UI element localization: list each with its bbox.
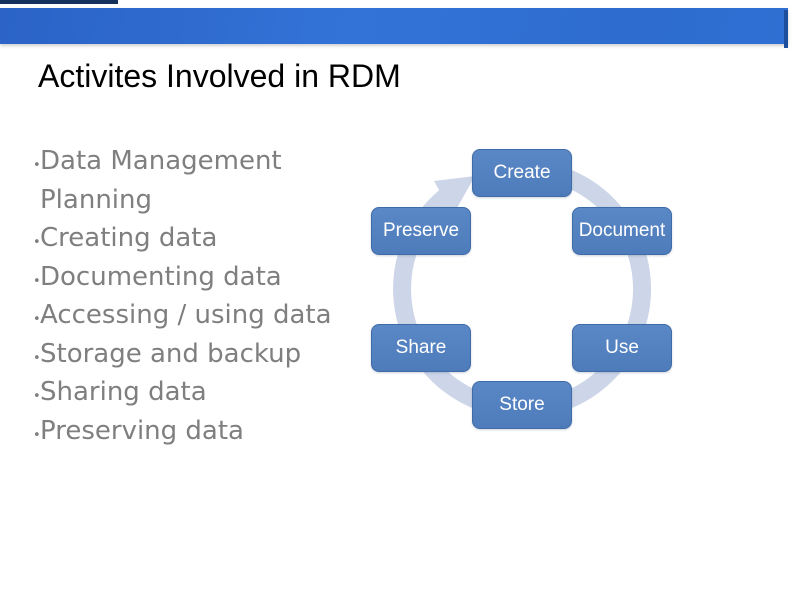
cycle-node-create: Create: [472, 149, 572, 197]
cycle-ring-arc: [393, 160, 652, 418]
bullet-line: •Creating data: [33, 219, 378, 258]
top-left-navy-accent: [0, 0, 118, 4]
node-label: Create: [493, 162, 551, 183]
bullet-list: •Data Management Planning •Creating data…: [33, 142, 378, 450]
bullet-text: Data Management: [40, 146, 282, 176]
node-label: Use: [605, 337, 639, 358]
bullet-dot: •: [33, 158, 41, 173]
cycle-arrowhead-icon: [434, 176, 475, 215]
cycle-node-use: Use: [572, 324, 672, 372]
node-label: Share: [395, 337, 447, 358]
bullet-line: •Accessing / using data: [33, 296, 378, 335]
bullet-text: Documenting data: [40, 261, 282, 292]
bullet-dot: •: [33, 273, 41, 289]
cycle-node-document: Document: [572, 207, 672, 255]
bullet-line: Planning: [33, 181, 378, 220]
bullet-text: Sharing data: [40, 377, 207, 407]
rdm-lifecycle-diagram: Create Document Use Store Share Preserve: [350, 115, 690, 445]
bullet-dot: •: [33, 350, 41, 366]
node-label: Preserve: [382, 220, 460, 241]
bullet-line: •Storage and backup: [33, 335, 378, 374]
bullet-dot: •: [33, 312, 41, 327]
cycle-node-store: Store: [472, 381, 572, 429]
bullet-dot: •: [33, 235, 41, 250]
cycle-node-share: Share: [371, 324, 471, 372]
bullet-line: •Data Management: [33, 142, 378, 181]
header-accent-bar-edge: [784, 10, 788, 48]
cycle-node-preserve: Preserve: [371, 207, 471, 255]
bullet-text: Storage and backup: [40, 338, 302, 369]
bullet-text: Creating data: [40, 223, 218, 253]
bullet-dot: •: [33, 389, 41, 404]
bullet-text: Preserving data: [40, 415, 244, 446]
node-label: Document: [578, 220, 666, 241]
bullet-dot: •: [33, 427, 41, 443]
slide-title: Activites Involved in RDM: [38, 58, 401, 94]
bullet-line: •Documenting data: [33, 258, 378, 297]
bullet-text: Planning: [40, 184, 152, 215]
node-label: Store: [499, 394, 545, 415]
bullet-line: •Sharing data: [33, 373, 378, 412]
bullet-line: •Preserving data: [33, 412, 378, 451]
bullet-text: Accessing / using data: [40, 300, 332, 330]
header-accent-bar: [0, 8, 788, 48]
